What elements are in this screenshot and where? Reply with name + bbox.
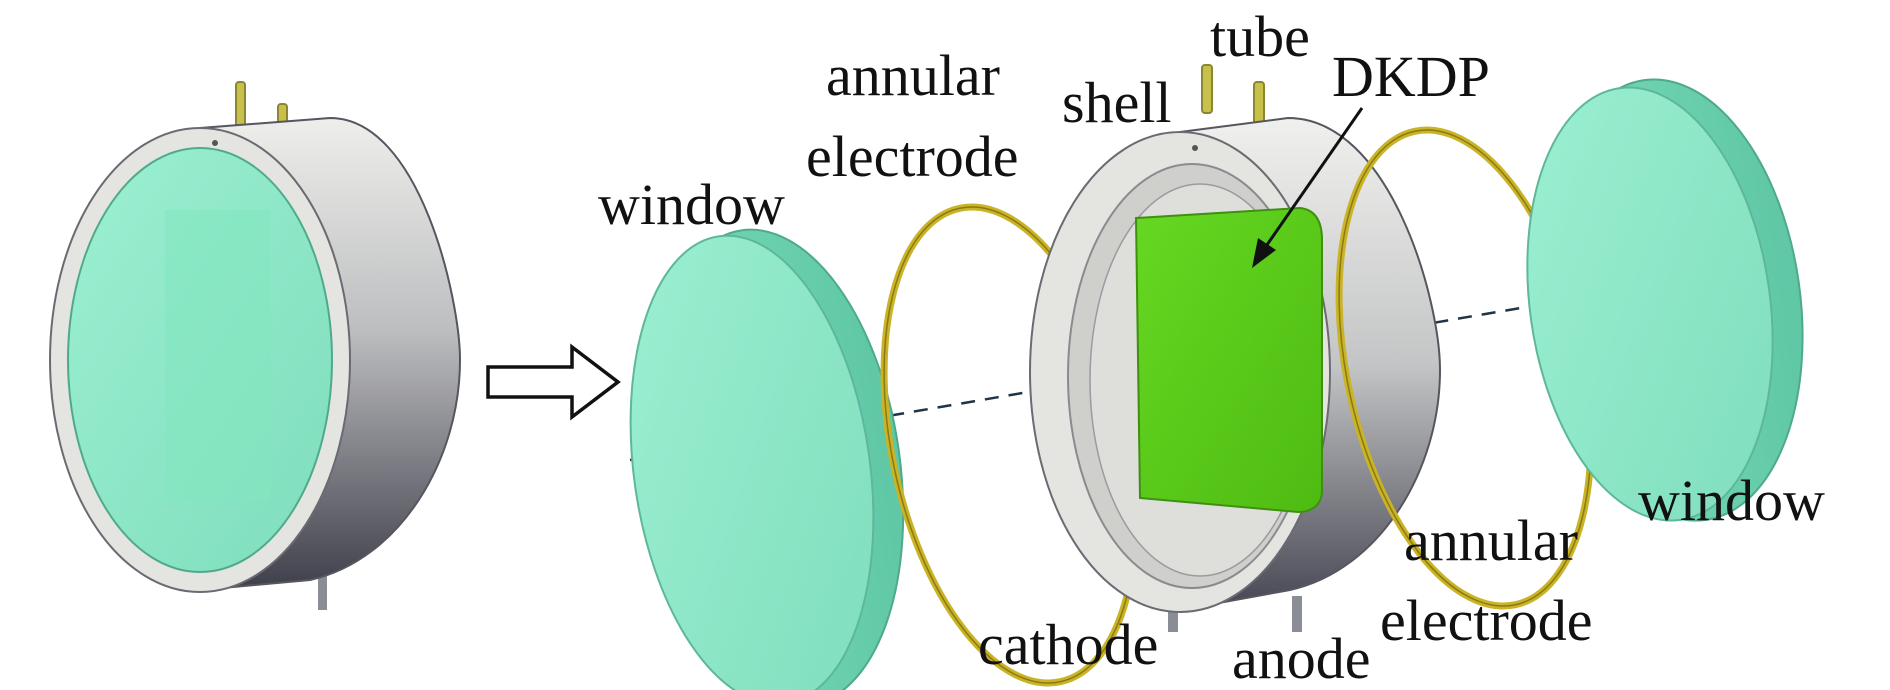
label-annular-electrode-top-line1: annular — [826, 43, 1000, 108]
window-right-part — [1526, 78, 1804, 522]
dkdp-crystal — [1134, 206, 1323, 514]
tube-pin — [1253, 81, 1265, 125]
label-dkdp: DKDP — [1332, 44, 1490, 109]
tube-pin — [1201, 64, 1213, 114]
assembled-port — [212, 140, 218, 146]
label-window-left: window — [598, 172, 785, 237]
shell-part — [1029, 64, 1442, 632]
assembled-crystal — [165, 210, 270, 500]
dkdp-leader-arrowhead — [1252, 238, 1276, 268]
cathode-leg — [1168, 600, 1178, 632]
assembled-cell — [49, 81, 462, 610]
label-annular-electrode-bottom-line2: electrode — [1380, 588, 1593, 653]
anode-leg — [1292, 596, 1302, 632]
label-annular-electrode-bottom-line1: annular — [1404, 508, 1578, 573]
explode-arrow — [486, 343, 621, 421]
window-left-part — [629, 228, 905, 690]
label-window-right: window — [1638, 468, 1825, 533]
label-tube: tube — [1210, 4, 1310, 69]
label-cathode: cathode — [978, 612, 1158, 677]
label-anode: anode — [1232, 626, 1371, 690]
dkdp-leader-line — [1260, 107, 1364, 253]
label-shell: shell — [1062, 70, 1172, 135]
label-annular-electrode-top-line2: electrode — [806, 124, 1019, 189]
assembled-leg — [318, 572, 327, 610]
